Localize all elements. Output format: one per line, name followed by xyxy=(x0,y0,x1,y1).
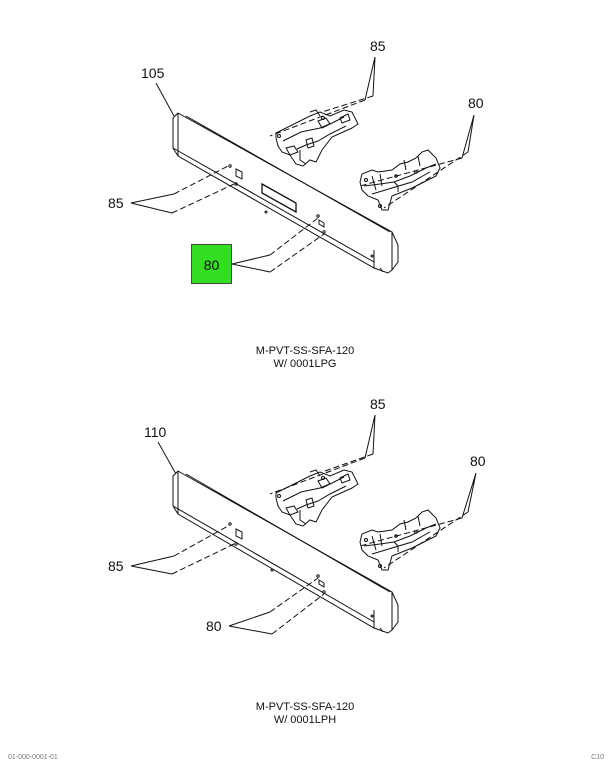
footer-left: 01-000-0001-01 xyxy=(8,754,58,761)
callout-105[interactable]: 105 xyxy=(141,65,165,81)
callout-85-left-bottom[interactable]: 85 xyxy=(108,558,124,574)
callout-80-upper[interactable]: 80 xyxy=(468,95,484,111)
callout-85-upper-bottom[interactable]: 85 xyxy=(370,396,386,412)
footer-right: C10 xyxy=(591,754,604,761)
leader-110 xyxy=(157,441,177,475)
caption-bottom-line1: M-PVT-SS-SFA-120 xyxy=(255,701,355,713)
mounting-bracket-right-bottom xyxy=(359,509,441,571)
caption-top-line1: M-PVT-SS-SFA-120 xyxy=(255,345,355,357)
caption-bottom-line2: W/ 0001LPH xyxy=(273,714,337,726)
mounting-bracket-right-top xyxy=(359,149,441,211)
callout-110[interactable]: 110 xyxy=(144,424,167,440)
caption-top-line2: W/ 0001LPG xyxy=(273,358,337,370)
caption-bottom: M-PVT-SS-SFA-120 W/ 0001LPH xyxy=(0,701,610,727)
bumper-diagram-bottom: 110 xyxy=(108,396,486,635)
leader-105 xyxy=(155,82,175,117)
caption-top: M-PVT-SS-SFA-120 W/ 0001LPG xyxy=(0,345,610,371)
bumper-housing-bottom xyxy=(172,470,399,634)
bumper-diagram-top: 105 xyxy=(108,38,484,274)
callout-80-lower-bottom[interactable]: 80 xyxy=(206,618,222,634)
callout-80-upper-bottom[interactable]: 80 xyxy=(470,453,486,469)
bumper-housing-top xyxy=(172,112,399,274)
callout-85-upper[interactable]: 85 xyxy=(370,38,386,54)
callout-80-highlighted-label: 80 xyxy=(203,257,220,273)
callout-80-highlighted[interactable]: 80 xyxy=(191,244,232,284)
mounting-bracket-left-bottom xyxy=(275,469,359,527)
callout-85-left[interactable]: 85 xyxy=(108,195,124,211)
mounting-bracket-left-top xyxy=(275,109,359,167)
